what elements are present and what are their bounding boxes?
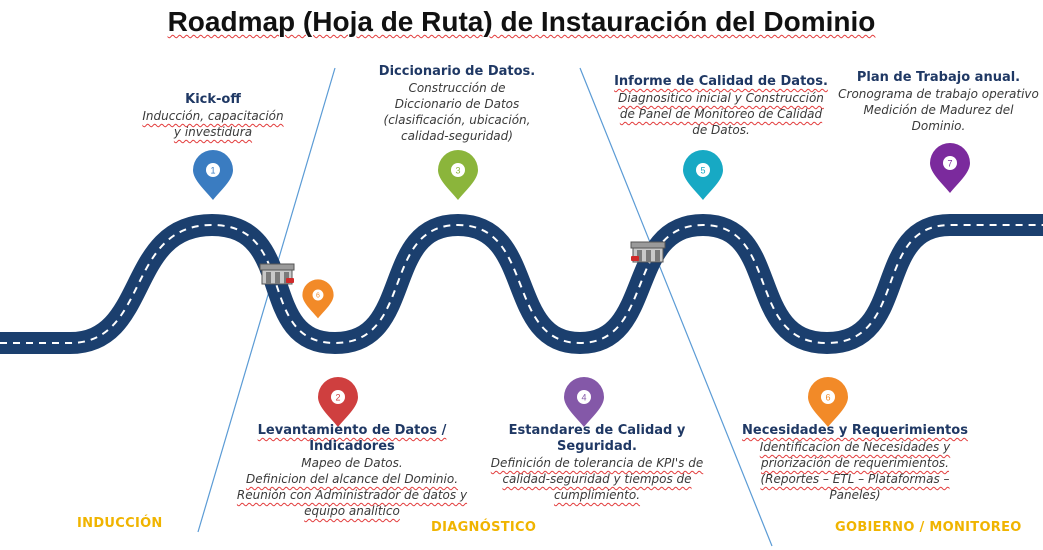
step-description-line: Dominio. [834, 118, 1043, 134]
phase-label-diagnostico: DIAGNÓSTICO [431, 520, 536, 535]
step-diccionario: Diccionario de Datos. Construcción de Di… [368, 64, 546, 144]
step-description-line: priorización de requerimientos. [740, 455, 970, 471]
step-heading: Levantamiento de Datos / [226, 423, 478, 439]
step-description-line: de Panel de Monitoreo de Calidad [604, 106, 838, 122]
step-description-line: calidad-seguridad y tiempos de [486, 471, 708, 487]
step-necesidades: Necesidades y Requerimientos Identificac… [740, 423, 970, 503]
step-description-line: Cronograma de trabajo operativo [834, 86, 1043, 102]
step-description-line: Diagnositico inicial y Construcción [604, 90, 838, 106]
step-description-line: (Reportes – ETL – Plataformas – [740, 471, 970, 487]
step-description-line: Definición de tolerancia de KPI's de [486, 455, 708, 471]
map-pin-icon: 7 [930, 143, 970, 193]
step-estandares: Estandares de Calidad y Seguridad. Defin… [486, 423, 708, 503]
step-heading: Plan de Trabajo anual. [834, 70, 1043, 86]
pin-number: 3 [455, 166, 460, 176]
road [0, 225, 1043, 343]
toll-booth-icon [260, 264, 294, 284]
step-description-line: Inducción, capacitación [128, 108, 298, 124]
step-plan: Plan de Trabajo anual. Cronograma de tra… [834, 70, 1043, 134]
step-heading: Informe de Calidad de Datos. [604, 74, 838, 90]
phase-label-gobierno: GOBIERNO / MONITOREO [835, 520, 1022, 535]
pin-number: 6 [825, 393, 830, 403]
step-levantamiento: Levantamiento de Datos / Indicadores Map… [226, 423, 478, 519]
step-heading: Kick-off [128, 92, 298, 108]
map-pin-icon: 1 [193, 150, 233, 200]
map-pin-icon: 5 [683, 150, 723, 200]
pin-number: 4 [581, 393, 586, 403]
step-description-line: de Datos. [604, 122, 838, 138]
pin-number: 5 [700, 166, 705, 176]
step-heading: Indicadores [226, 439, 478, 455]
step-description-line: Definicion del alcance del Dominio. [226, 471, 478, 487]
map-pin-icon: 6 [302, 279, 333, 318]
phase-label-induccion: INDUCCIÓN [77, 516, 163, 531]
step-description-line: cumplimiento. [486, 487, 708, 503]
map-pin-icon: 4 [564, 377, 604, 427]
step-description-line: y investidura [128, 124, 298, 140]
step-heading: Necesidades y Requerimientos [740, 423, 970, 439]
step-description-line: Medición de Madurez del [834, 102, 1043, 118]
step-informe: Informe de Calidad de Datos. Diagnositic… [604, 74, 838, 138]
map-pin-icon: 3 [438, 150, 478, 200]
toll-booth-icon [631, 242, 665, 262]
pin-number: 2 [335, 393, 340, 403]
step-heading: Estandares de Calidad y [486, 423, 708, 439]
step-heading: Diccionario de Datos. [368, 64, 546, 80]
step-description-line: Reunión con Administrador de datos y [226, 487, 478, 503]
pin-number: 6 [316, 293, 320, 300]
map-pin-icon: 2 [318, 377, 358, 427]
step-description-line: Construcción de [368, 80, 546, 96]
step-description-line: Paneles) [740, 487, 970, 503]
step-description-line: Diccionario de Datos [368, 96, 546, 112]
map-pin-icon: 6 [808, 377, 848, 427]
step-description-line: Identificacion de Necesidades y [740, 439, 970, 455]
step-description-line: (clasificación, ubicación, [368, 112, 546, 128]
step-heading: Seguridad. [486, 439, 708, 455]
pin-number: 7 [947, 159, 952, 169]
step-description-line: equipo analítico [226, 503, 478, 519]
step-description-line: calidad-seguridad) [368, 128, 546, 144]
pin-number: 1 [210, 166, 215, 176]
step-kickoff: Kick-off Inducción, capacitación y inves… [128, 92, 298, 140]
step-description-line: Mapeo de Datos. [226, 455, 478, 471]
